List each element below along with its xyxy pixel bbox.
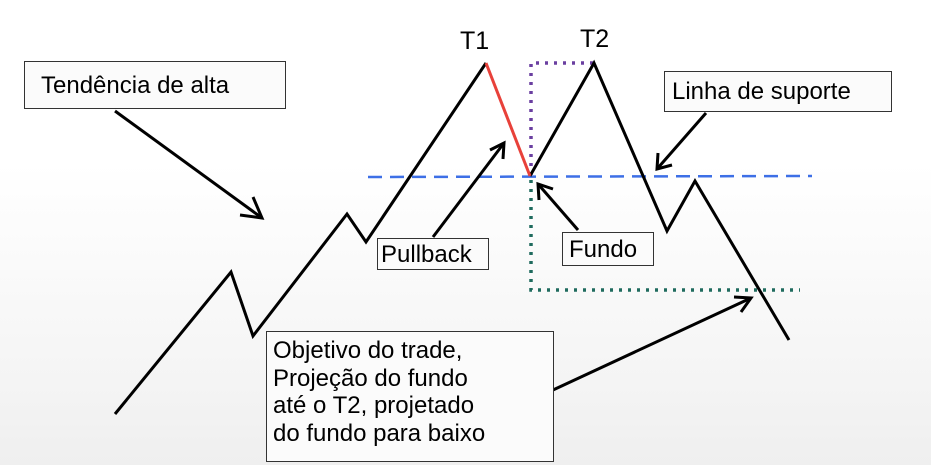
support-line-label: Linha de suporte [664, 71, 892, 112]
arrow-icon [536, 181, 580, 231]
trade-target-label: Objetivo do trade, Projeção do fundo até… [266, 331, 554, 462]
trade-target-line: Projeção do fundo [273, 364, 468, 392]
price-path-after-bottom [528, 59, 791, 341]
trade-target-line: até o T2, projetado [273, 392, 475, 420]
peak-label-t1: T1 [460, 27, 490, 55]
arrow-icon [655, 112, 708, 171]
bottom-label: Fundo [562, 232, 654, 266]
projection-down-dotted [529, 180, 800, 292]
pullback-label: Pullback [377, 238, 489, 270]
uptrend-label: Tendência de alta [24, 61, 286, 109]
peak-label-t2: T2 [580, 25, 610, 53]
projection-up-dotted [529, 61, 594, 175]
pullback-segment [484, 62, 532, 177]
support-line [367, 174, 813, 179]
arrow-icon [431, 140, 506, 238]
arrow-icon [552, 295, 754, 392]
trade-target-line: do fundo para baixo [273, 419, 486, 447]
price-path [113, 62, 488, 415]
arrow-icon [114, 109, 265, 220]
trade-target-line: Objetivo do trade, [273, 337, 463, 364]
